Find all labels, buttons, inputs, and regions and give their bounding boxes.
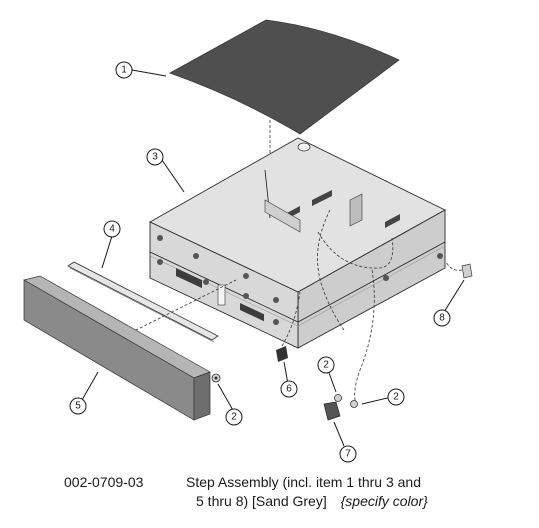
- callout-3: 3: [146, 148, 164, 166]
- callout-6: 6: [280, 380, 298, 398]
- svg-text:2: 2: [231, 412, 237, 423]
- svg-text:2: 2: [323, 360, 329, 371]
- callout-2: 2: [317, 356, 335, 374]
- svg-text:7: 7: [345, 449, 351, 460]
- svg-text:5: 5: [75, 401, 81, 412]
- part-number: 002-0709-03: [64, 474, 144, 490]
- clip-part-6: [276, 346, 288, 362]
- callout-5: 5: [69, 397, 87, 415]
- callout-8: 8: [433, 309, 451, 327]
- svg-text:3: 3: [152, 152, 158, 163]
- assembly-description-line2: 5 thru 8) [Sand Grey] {specify color}: [196, 493, 428, 509]
- cap-part-8: [461, 263, 473, 279]
- svg-text:8: 8: [439, 313, 445, 324]
- callout-1: 1: [115, 61, 133, 79]
- svg-text:6: 6: [286, 384, 292, 395]
- specify-color-note: {specify color}: [340, 493, 428, 509]
- svg-text:4: 4: [109, 224, 115, 235]
- tread-pad: [169, 19, 400, 135]
- svg-text:1: 1: [121, 65, 127, 76]
- step-assembly-diagram: 1 2 2 2 3 4 5 6 7 8: [23, 19, 473, 463]
- callout-4: 4: [103, 220, 121, 238]
- callout-2: 2: [387, 388, 405, 406]
- trim-guide-line: [121, 279, 237, 338]
- svg-text:2: 2: [393, 392, 399, 403]
- trim-strip: [67, 261, 219, 341]
- kick-panel: [23, 275, 211, 421]
- callout-7: 7: [339, 445, 357, 463]
- description-text: 5 thru 8) [Sand Grey]: [196, 493, 327, 509]
- assembly-description-line1: Step Assembly (incl. item 1 thru 3 and: [186, 474, 421, 490]
- screw-part: [334, 394, 342, 402]
- step-box: [149, 137, 446, 405]
- bracket-part-7: [323, 401, 341, 421]
- screw-part: [350, 400, 358, 408]
- callout-2: 2: [225, 408, 243, 426]
